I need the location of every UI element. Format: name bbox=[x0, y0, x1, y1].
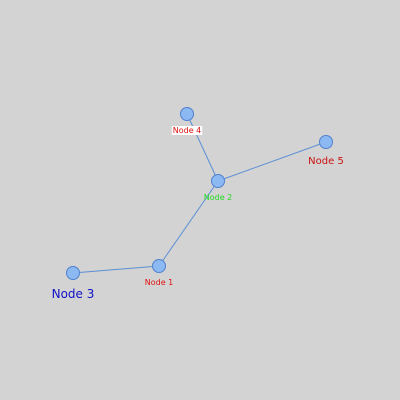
node-label: Node 5 bbox=[308, 156, 344, 167]
node-n4[interactable]: Node 4 bbox=[171, 107, 203, 136]
node-circle[interactable] bbox=[66, 266, 80, 280]
node-label-background bbox=[171, 126, 203, 135]
edge-n1-n2 bbox=[158, 180, 219, 267]
node-label: Node 1 bbox=[145, 278, 174, 287]
node-circle[interactable] bbox=[211, 174, 225, 188]
node-circle[interactable] bbox=[319, 135, 333, 149]
node-n5[interactable]: Node 5 bbox=[308, 135, 344, 168]
node-n3[interactable]: Node 3 bbox=[52, 266, 95, 302]
nodes-layer: Node 1 Node 2 Node 3 Node 4 Node 5 bbox=[52, 107, 344, 302]
node-label: Node 2 bbox=[204, 193, 233, 202]
node-n1[interactable]: Node 1 bbox=[145, 259, 174, 288]
node-label: Node 3 bbox=[52, 287, 95, 301]
edge-n2-n4 bbox=[186, 113, 219, 182]
node-label: Node 4 bbox=[173, 126, 202, 135]
node-circle[interactable] bbox=[152, 259, 166, 273]
node-circle[interactable] bbox=[180, 107, 194, 121]
edge-n3-n1 bbox=[72, 265, 160, 274]
edge-n2-n5 bbox=[217, 141, 327, 182]
node-n2[interactable]: Node 2 bbox=[204, 174, 233, 203]
edges-layer bbox=[72, 113, 327, 274]
